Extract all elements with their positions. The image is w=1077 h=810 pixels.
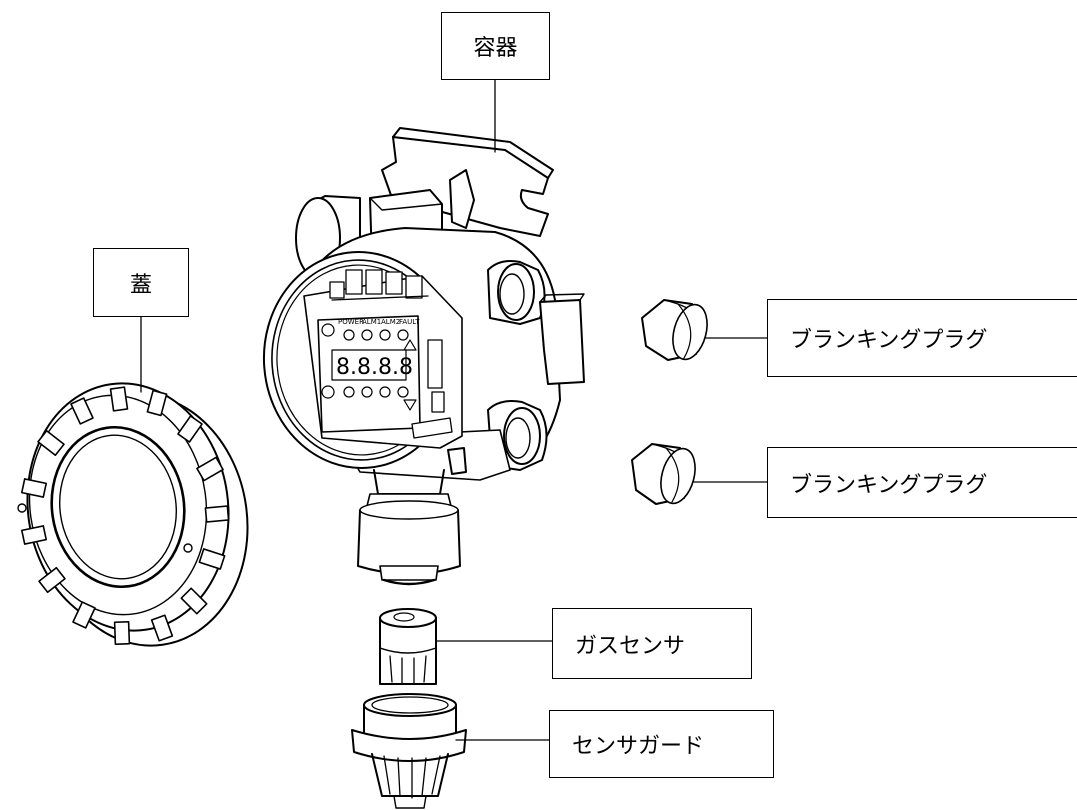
panel-display: 8.8.8.8: [336, 355, 413, 380]
lid-drawing: [17, 382, 249, 647]
panel-label-alm2: ALM2: [381, 318, 400, 326]
sensor-guard-drawing: [351, 693, 467, 809]
housing-drawing: [262, 127, 585, 586]
lid-label: 蓋: [93, 248, 189, 317]
panel-label-alm1: ALM1: [362, 318, 381, 326]
container-label: 容器: [441, 12, 550, 80]
blanking-plug-1-drawing: [641, 299, 708, 361]
panel-label-fault: FAULT: [399, 318, 420, 326]
gas-sensor-drawing: [379, 608, 437, 685]
sensor-guard-label: センサガード: [549, 710, 774, 778]
gas-sensor-label: ガスセンサ: [552, 608, 752, 679]
blanking-plug-2-drawing: [631, 443, 696, 505]
blanking-plug-label-1: ブランキングプラグ: [767, 299, 1077, 377]
leader-lines: [140, 79, 768, 741]
blanking-plug-label-2: ブランキングプラグ: [767, 447, 1077, 518]
panel-label-power: POWER: [338, 318, 364, 326]
